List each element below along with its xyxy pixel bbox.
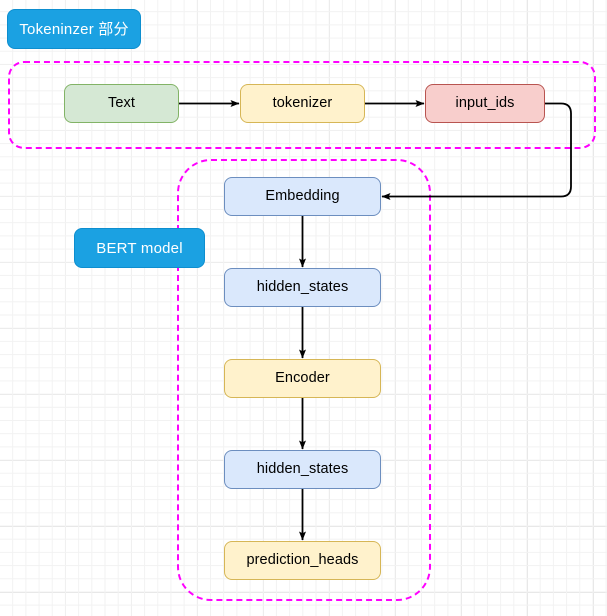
- node-hidden-states-2[interactable]: hidden_states: [224, 450, 381, 489]
- node-input-ids[interactable]: input_ids: [425, 84, 545, 123]
- tokenizer-region-outline: [8, 61, 596, 149]
- node-encoder[interactable]: Encoder: [224, 359, 381, 398]
- tokenizer-section-label[interactable]: Tokeninzer 部分: [7, 9, 141, 49]
- bert-model-region-outline: [177, 159, 431, 601]
- node-tokenizer[interactable]: tokenizer: [240, 84, 365, 123]
- node-hidden-states-1[interactable]: hidden_states: [224, 268, 381, 307]
- node-prediction-heads[interactable]: prediction_heads: [224, 541, 381, 580]
- node-embedding[interactable]: Embedding: [224, 177, 381, 216]
- node-text[interactable]: Text: [64, 84, 179, 123]
- bert-model-section-label[interactable]: BERT model: [74, 228, 205, 268]
